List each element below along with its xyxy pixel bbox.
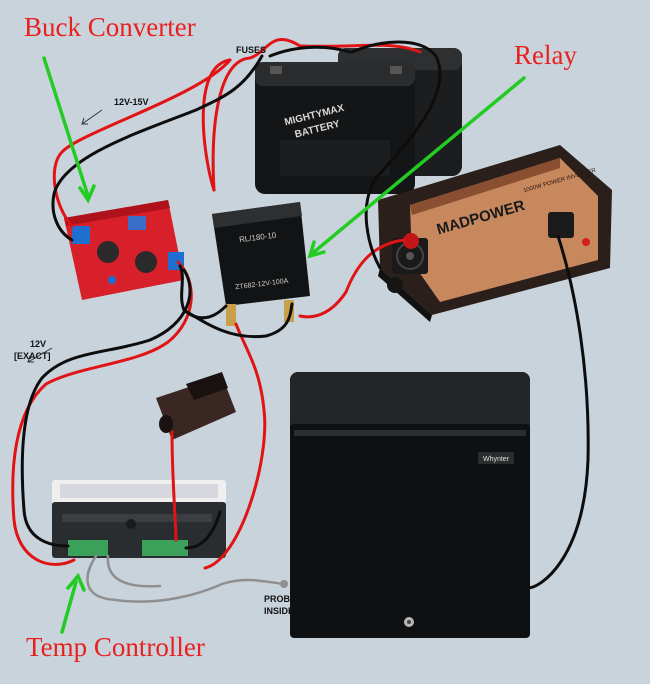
temp-controller-unit [52, 480, 226, 558]
relay-terminal-right [284, 300, 294, 322]
probe-tip [280, 580, 288, 588]
probe-note-line2: INSIDE [264, 606, 295, 616]
output-voltage-note-line1: 12V [30, 339, 47, 349]
input-voltage-note: 12V-15V [114, 97, 149, 107]
relay-label: Relay [514, 40, 577, 70]
buck-input-terminal [72, 226, 90, 244]
freezer-badge [478, 452, 514, 464]
probe-note-line1: PROBE [264, 594, 297, 604]
mini-freezer: Whynter [290, 372, 530, 638]
inverter-negative-terminal [387, 277, 403, 293]
output-voltage-note-line2: [EXACT] [14, 351, 51, 361]
probe-cable [86, 554, 286, 603]
inverter-outlet [548, 212, 574, 238]
controller-terminal-b [142, 540, 188, 556]
relay-terminal-left [226, 304, 236, 326]
inverter-positive-terminal [403, 233, 419, 249]
pointer-arrows [27, 109, 103, 363]
inverter-led [582, 238, 590, 246]
black-wires [20, 40, 590, 590]
power-inverter: MADPOWER 1000W POWER INVERTER [378, 145, 612, 322]
fuses-note: FUSES [236, 45, 267, 55]
controller-terminal-a [68, 540, 108, 556]
buck-inductor-icon [97, 241, 119, 263]
relay-unit: RL/180-10 ZT682-12V-100A [212, 202, 310, 326]
thermostat-plug [156, 372, 236, 440]
buck-converter-label: Buck Converter [24, 12, 196, 42]
battery-front: MIGHTYMAX BATTERY [255, 62, 415, 194]
buck-converter-board [64, 200, 184, 300]
green-arrows [42, 56, 526, 634]
temp-controller-label: Temp Controller [26, 632, 205, 662]
freezer-brand: Whynter [483, 456, 510, 463]
